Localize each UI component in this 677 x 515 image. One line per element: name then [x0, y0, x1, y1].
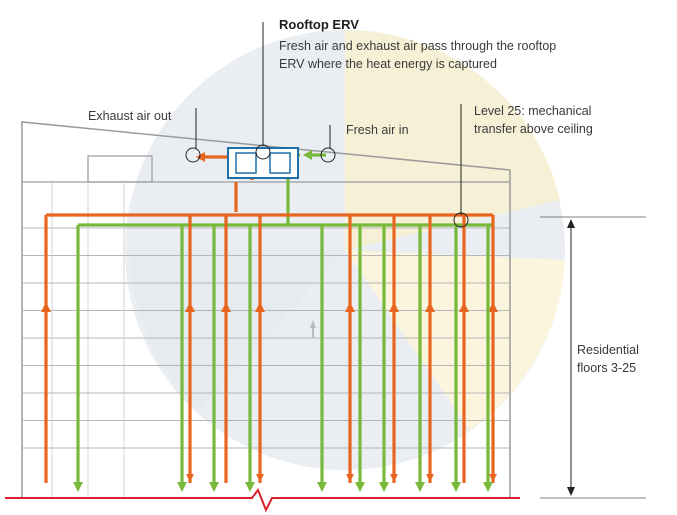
arrow-icon — [177, 482, 187, 492]
fresh-air-label: Fresh air in — [346, 123, 409, 137]
arrow-icon — [488, 302, 498, 312]
arrow-icon — [379, 482, 389, 492]
ground-line — [5, 487, 520, 513]
arrow-icon — [459, 302, 469, 312]
erv-unit-icon — [227, 147, 299, 179]
arrow-icon — [345, 302, 355, 312]
arrow-icon — [185, 302, 195, 312]
duct-system — [41, 150, 498, 492]
arrow-icon — [41, 302, 51, 312]
level-25-label-line2: transfer above ceiling — [474, 122, 593, 136]
callout-circle-icon — [185, 147, 201, 163]
erv-title: Rooftop ERV — [279, 17, 359, 32]
floors-label-line2: floors 3-25 — [577, 361, 637, 375]
arrow-icon — [415, 482, 425, 492]
level-25-label-line1: Level 25: mechanical — [474, 104, 592, 118]
arrow-icon — [317, 482, 327, 492]
exhaust-air-label: Exhaust air out — [88, 109, 172, 123]
arrow-icon — [186, 474, 194, 482]
callout-circle-icon — [320, 147, 336, 163]
arrow-icon — [355, 482, 365, 492]
arrow-icon — [425, 302, 435, 312]
erv-description-line2: ERV where the heat energy is captured — [279, 57, 497, 71]
arrow-icon — [73, 482, 83, 492]
erv-description-line1: Fresh air and exhaust air pass through t… — [279, 39, 557, 53]
arrow-icon — [390, 474, 398, 482]
arrow-icon — [196, 152, 205, 162]
floors-label-line1: Residential — [577, 343, 639, 357]
callout-circle-icon — [453, 212, 469, 228]
callout-circle-icon — [255, 144, 271, 160]
arrow-icon — [209, 482, 219, 492]
arrow-icon — [221, 302, 231, 312]
arrow-icon — [346, 474, 354, 482]
arrow-icon — [489, 474, 497, 482]
arrow-icon — [483, 482, 493, 492]
callouts — [185, 22, 469, 228]
arrow-icon — [245, 482, 255, 492]
arrow-icon — [426, 474, 434, 482]
arrow-icon — [310, 320, 316, 328]
floors-dimension-arrow — [567, 219, 575, 496]
arrow-icon — [451, 482, 461, 492]
arrow-icon — [389, 302, 399, 312]
arrow-icon — [256, 474, 264, 482]
arrow-icon — [303, 150, 312, 160]
arrow-icon — [255, 302, 265, 312]
